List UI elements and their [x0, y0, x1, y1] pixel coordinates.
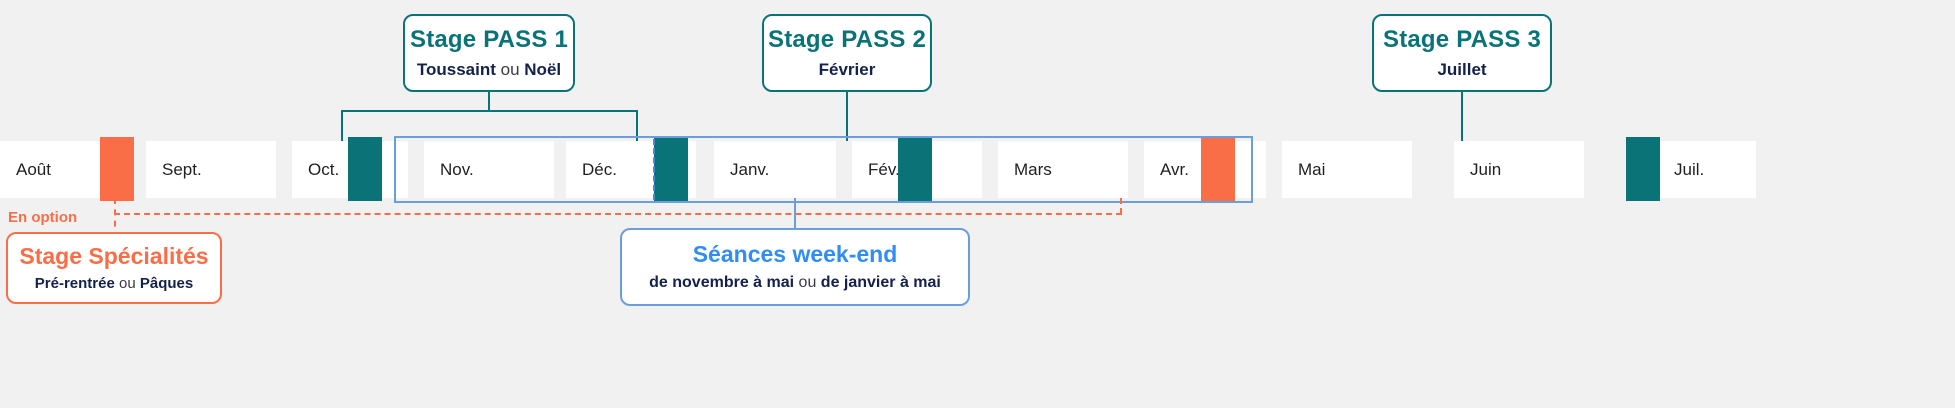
month-cell[interactable]: Juin	[1454, 141, 1584, 198]
pass1-connector-stem	[488, 92, 490, 112]
stage-pass-3-box[interactable]: Stage PASS 3 Juillet	[1372, 14, 1552, 92]
stage-pass-1-sub-join: ou	[500, 59, 520, 79]
month-cell[interactable]: Oct.	[292, 137, 408, 201]
month-label: Sept.	[162, 159, 202, 179]
month-label: Nov.	[440, 159, 474, 179]
stage-marker-teal	[348, 137, 382, 201]
stage-specialites-box[interactable]: Stage Spécialités Pré-rentrée ou Pâques	[6, 232, 222, 304]
month-label: Avr.	[1160, 159, 1189, 179]
month-label: Août	[16, 159, 51, 179]
month-gap	[276, 141, 292, 198]
month-gap	[836, 141, 852, 198]
stage-specialites-title: Stage Spécialités	[19, 243, 209, 270]
seances-week-end-subtitle: de novembre à mai ou de janvier à mai	[649, 274, 941, 292]
stage-pass-1-subtitle: Toussaint ou Noël	[417, 60, 561, 80]
month-cell[interactable]: Août	[0, 137, 134, 201]
seances-week-end-title: Séances week-end	[692, 241, 898, 268]
seances-week-end-sub-join: ou	[798, 273, 817, 291]
stage-pass-2-title: Stage PASS 2	[767, 26, 926, 54]
month-label: Déc.	[582, 159, 617, 179]
month-gap	[1266, 141, 1282, 198]
month-gap	[696, 141, 714, 198]
stage-pass-3-sub-a: Juillet	[1437, 59, 1487, 79]
option-dash-left-drop	[114, 198, 116, 238]
pass1-connector-left	[341, 110, 343, 143]
month-gap	[1412, 141, 1454, 198]
option-dash-right-drop	[1120, 198, 1122, 214]
stage-marker-teal	[654, 137, 688, 201]
stage-specialites-subtitle: Pré-rentrée ou Pâques	[35, 275, 193, 292]
stage-pass-2-box[interactable]: Stage PASS 2 Février	[762, 14, 932, 92]
option-dash-horizontal	[114, 213, 1122, 215]
month-cell[interactable]: Sept.	[146, 141, 276, 198]
month-cell[interactable]: Nov.	[424, 141, 554, 198]
pass3-connector-stem	[1461, 92, 1463, 143]
stage-specialites-sub-join: ou	[119, 274, 136, 292]
month-label: Fév.	[868, 159, 900, 179]
stage-pass-2-subtitle: Février	[819, 60, 876, 80]
stage-marker-orange	[1201, 137, 1235, 201]
month-label: Juil.	[1674, 159, 1705, 179]
month-gap	[1584, 141, 1626, 198]
month-cell[interactable]: Déc.	[566, 137, 696, 201]
weekend-span-divider	[653, 139, 655, 200]
month-gap	[554, 141, 566, 198]
month-label: Juin	[1470, 159, 1502, 179]
month-label: Mai	[1298, 159, 1326, 179]
pass1-connector-bar	[341, 110, 638, 112]
month-label: Mars	[1014, 159, 1052, 179]
stage-pass-1-sub-a: Toussaint	[416, 59, 496, 79]
month-timeline: Août Sept. Oct. Nov. Déc. Janv. Fév. Mars Avr. Ma…	[0, 137, 1955, 201]
stage-pass-3-title: Stage PASS 3	[1382, 26, 1541, 54]
seances-week-end-sub-b: de janvier à mai	[820, 273, 941, 291]
month-cell[interactable]: Fév.	[852, 137, 982, 201]
option-label: En option	[8, 209, 78, 226]
stage-pass-3-subtitle: Juillet	[1437, 60, 1486, 80]
stage-marker-orange	[100, 137, 134, 201]
seances-week-end-sub-a: de novembre à mai	[649, 273, 795, 291]
month-cell[interactable]: Mars	[998, 141, 1128, 198]
month-label: Oct.	[308, 159, 340, 179]
stage-pass-2-sub-a: Février	[818, 59, 876, 79]
stage-specialites-sub-b: Pâques	[139, 274, 194, 292]
month-cell[interactable]: Janv.	[714, 141, 836, 198]
stage-marker-teal	[1626, 137, 1660, 201]
month-gap	[982, 141, 998, 198]
stage-pass-1-title: Stage PASS 1	[409, 26, 568, 54]
stage-marker-teal	[898, 137, 932, 201]
seances-week-end-box[interactable]: Séances week-end de novembre à mai ou de…	[620, 228, 970, 306]
month-gap	[1128, 141, 1144, 198]
month-cell[interactable]: Juil.	[1626, 137, 1756, 201]
stage-specialites-sub-a: Pré-rentrée	[34, 274, 115, 292]
pass1-connector-right	[636, 110, 638, 143]
stage-pass-1-box[interactable]: Stage PASS 1 Toussaint ou Noël	[403, 14, 575, 92]
month-cell[interactable]: Avr.	[1144, 137, 1266, 201]
stage-pass-1-sub-b: Noël	[524, 59, 562, 79]
pass2-connector-stem	[846, 92, 848, 143]
month-cell[interactable]: Mai	[1282, 141, 1412, 198]
month-row: Août Sept. Oct. Nov. Déc. Janv. Fév. Mars Avr. Ma…	[0, 137, 1955, 201]
month-gap	[130, 141, 146, 198]
month-gap	[408, 141, 424, 198]
month-label: Janv.	[730, 159, 770, 179]
